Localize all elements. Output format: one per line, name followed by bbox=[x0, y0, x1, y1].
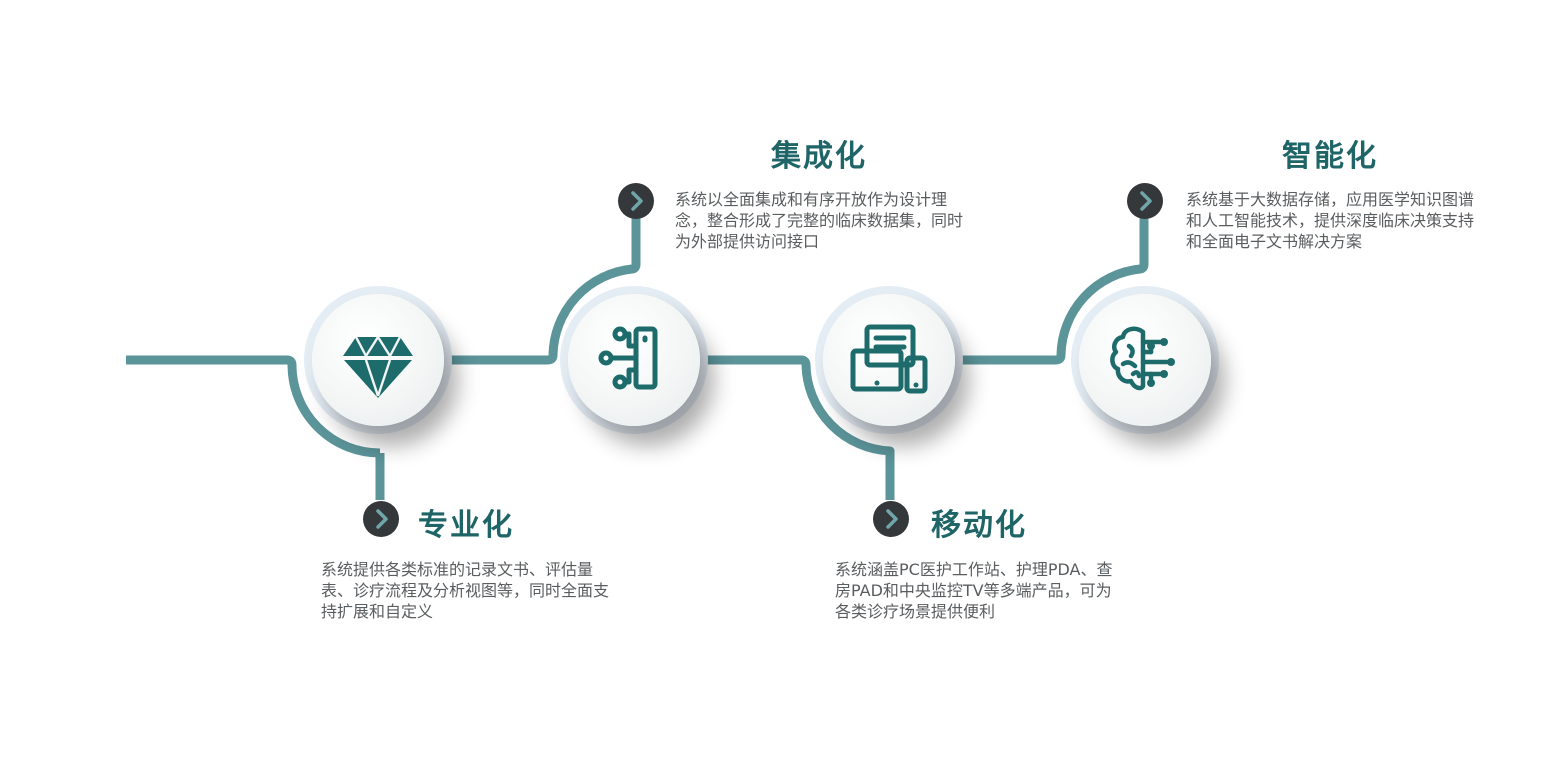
step-title: 智能化 bbox=[1282, 139, 1378, 174]
chevron-right-icon bbox=[873, 501, 909, 537]
node-mobility bbox=[823, 294, 955, 426]
node-integration bbox=[568, 294, 700, 426]
step-title: 集成化 bbox=[771, 139, 867, 174]
chevron-right-icon bbox=[618, 183, 654, 219]
step-description: 系统以全面集成和有序开放作为设计理念，整合形成了完整的临床数据集，同时为外部提供… bbox=[675, 190, 964, 251]
chevron-right-icon bbox=[1127, 183, 1163, 219]
devices-icon bbox=[850, 324, 928, 394]
step-title: 移动化 bbox=[931, 508, 1027, 543]
step-title: 专业化 bbox=[418, 508, 514, 543]
integration-icon bbox=[598, 326, 658, 390]
brain-circuit-icon bbox=[1110, 326, 1175, 391]
step-description: 系统涵盖PC医护工作站、护理PDA、查房PAD和中央监控TV等多端产品，可为各类… bbox=[835, 560, 1113, 621]
node-intelligence bbox=[1079, 294, 1211, 426]
chevron-right-icon bbox=[363, 501, 399, 537]
diamond-icon bbox=[343, 336, 413, 398]
node-specialization bbox=[312, 294, 444, 426]
step-description: 系统基于大数据存储，应用医学知识图谱和人工智能技术，提供深度临床决策支持和全面电… bbox=[1186, 190, 1475, 251]
step-description: 系统提供各类标准的记录文书、评估量表、诊疗流程及分析视图等，同时全面支持扩展和自… bbox=[321, 560, 610, 621]
